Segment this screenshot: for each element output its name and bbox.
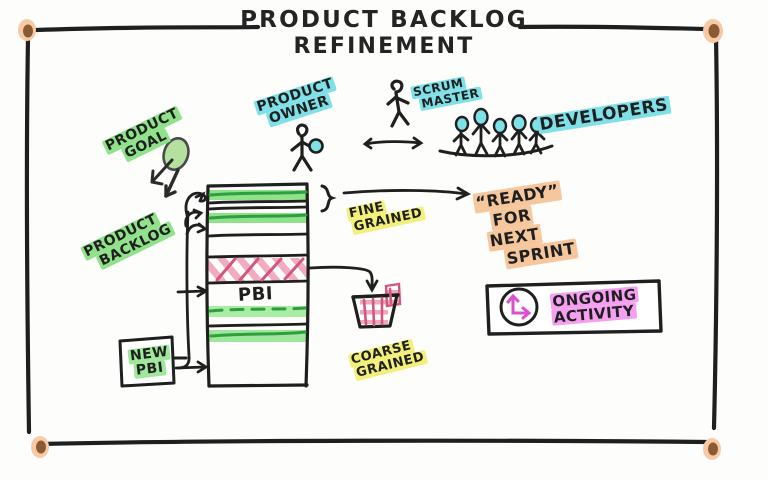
- backlog-row-green-dashed: [208, 306, 307, 317]
- pin-bottom-right: [703, 438, 721, 460]
- label-new-pbi: NEW PBI: [127, 344, 173, 380]
- backlog-row-green-2: [208, 213, 307, 223]
- title-line-1: PRODUCT BACKLOG: [240, 7, 528, 33]
- border-frame: [24, 24, 720, 447]
- product-goal-icon: [150, 137, 190, 198]
- pin-bottom-left: [31, 436, 49, 458]
- collaboration-arrow: [362, 136, 424, 150]
- pin-top-right: [703, 19, 723, 43]
- fine-grained-brace: [320, 184, 337, 213]
- coarse-grained-connector: [308, 265, 379, 293]
- pbi-item-text: PBI: [237, 283, 274, 306]
- product-owner-figure: [290, 123, 324, 172]
- pin-top-left: [18, 19, 36, 41]
- page-title: PRODUCT BACKLOG REFINEMENT: [0, 6, 768, 61]
- refinement-feed-arrows: [174, 191, 209, 374]
- developers-figures: [438, 107, 554, 158]
- coarse-backlog-basket: [351, 282, 402, 329]
- backlog-row-green-1: [208, 190, 307, 200]
- scrum-master-figure: [386, 79, 410, 128]
- product-backlog-stack: [205, 182, 310, 388]
- label-pbi-item: PBI: [237, 283, 274, 306]
- corner-pins: [18, 19, 723, 460]
- fine-grained-arrow: [342, 186, 472, 201]
- label-ongoing-activity: ONGOING ACTIVITY: [549, 285, 641, 327]
- label-ready-for-next-sprint: “READY” FOR NEXT SPRINT: [472, 179, 579, 273]
- title-line-2: REFINEMENT: [293, 34, 475, 60]
